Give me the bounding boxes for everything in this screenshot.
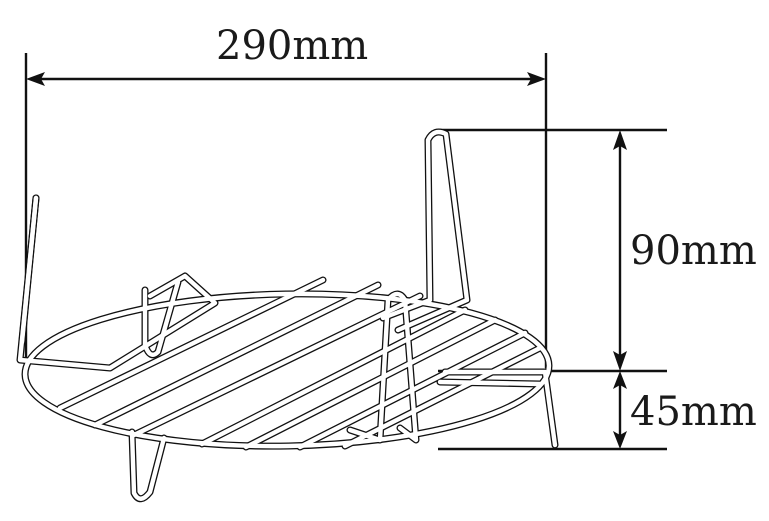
- handle-height-arrow-down-icon: [613, 351, 627, 371]
- leg-height-arrow-up-icon: [613, 371, 627, 389]
- leg-height-dimension-label: 45mm: [630, 389, 757, 435]
- wire-rack-illustration: [16, 128, 559, 503]
- width-arrow-left-icon: [26, 72, 45, 86]
- width-arrow-right-icon: [527, 72, 546, 86]
- leg-height-arrow-down-icon: [613, 431, 627, 449]
- handle-height-arrow-up-icon: [613, 130, 627, 150]
- dimension-lines: [24, 53, 667, 451]
- width-dimension-label: 290mm: [216, 23, 369, 69]
- handle-height-dimension-label: 90mm: [630, 228, 757, 274]
